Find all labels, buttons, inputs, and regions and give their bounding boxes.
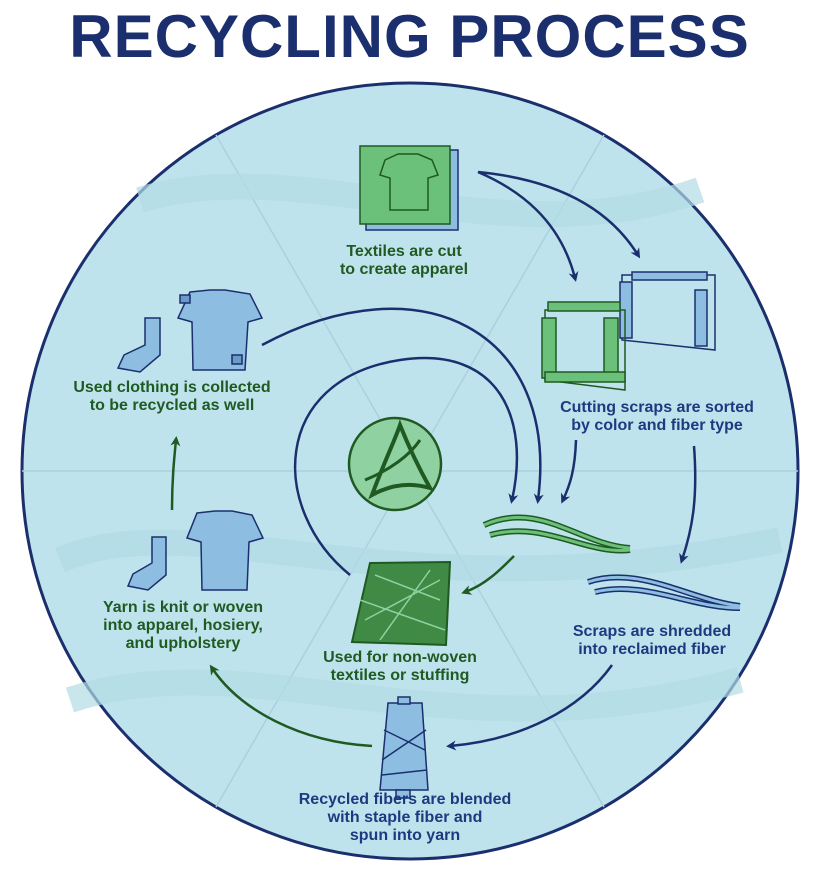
arrow-fiber-to-nonwoven (461, 555, 515, 595)
arrow-knit-to-collected (170, 436, 181, 511)
yarn-cone-icon (379, 696, 429, 799)
page-title: RECYCLING PROCESS (69, 3, 750, 70)
inner-cycle-arrow (293, 357, 519, 576)
arrow-shredded-to-yarn (446, 664, 614, 751)
used-clothing-icon (116, 289, 264, 373)
sorted-scraps-icon (541, 271, 716, 391)
nonwoven-fabric-icon (350, 560, 452, 647)
arrow-sorted-to-shredded (679, 445, 697, 564)
cut-textiles-icon (359, 145, 459, 231)
arrow-yarn-to-knit (209, 664, 373, 748)
arrow-cut-to-sorted-2 (477, 170, 641, 259)
recycle-logo-icon (347, 416, 443, 512)
green-fiber-fill (483, 515, 631, 552)
arrow-cut-to-sorted-1 (477, 170, 579, 282)
blue-fiber-fill (587, 576, 741, 610)
outer-cycle-arrow (261, 307, 544, 504)
knit-apparel-icon (126, 510, 265, 591)
arrow-sorted-to-fiber (561, 439, 578, 504)
